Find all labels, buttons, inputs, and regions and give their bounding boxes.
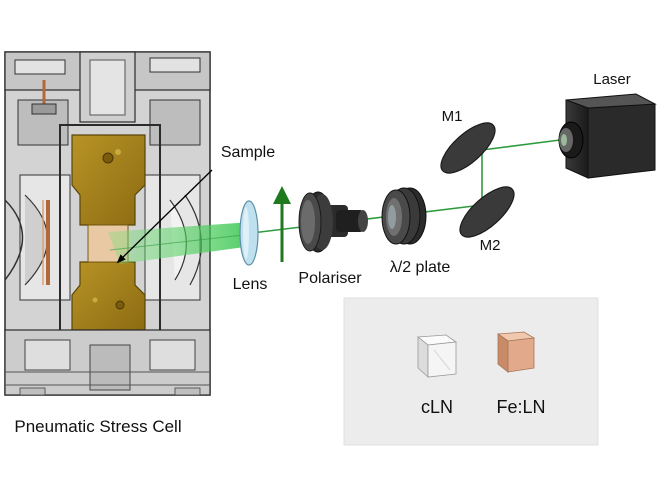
polariser-label: Polariser — [298, 270, 362, 287]
sample-pointer — [116, 169, 213, 264]
laser-source — [558, 93, 657, 179]
half-wave-plate — [381, 187, 427, 245]
laser-label: Laser — [593, 71, 631, 88]
mirror-m1-label: M1 — [442, 108, 463, 125]
mirror-m2 — [459, 186, 515, 238]
clear-crystal — [416, 334, 458, 378]
focused-beam-cone — [108, 222, 252, 264]
mirror-m2-label: M2 — [480, 237, 501, 254]
pneumatic-stress-cell — [4, 51, 211, 396]
polariser — [298, 191, 368, 253]
beam-segment-m1-laser — [481, 139, 561, 151]
sample-label: Sample — [221, 144, 275, 161]
doped-crystal — [496, 331, 536, 373]
crystal-inset-photo — [343, 297, 599, 446]
lens — [239, 200, 259, 266]
half-wave-plate-label: λ/2 plate — [390, 259, 451, 276]
mirror-m1 — [440, 122, 496, 174]
clear-crystal-label: cLN — [421, 397, 453, 417]
stress-cell-label: Pneumatic Stress Cell — [14, 417, 181, 436]
lens-label: Lens — [233, 276, 268, 293]
doped-crystal-label: Fe:LN — [496, 397, 545, 417]
